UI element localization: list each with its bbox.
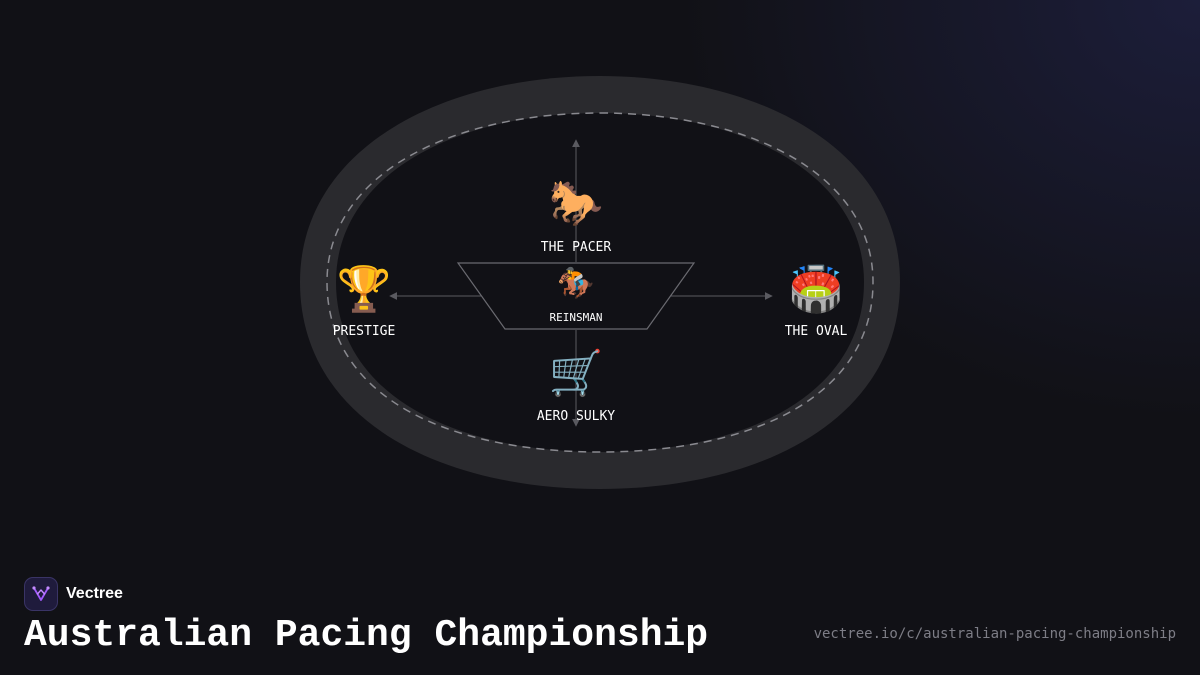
node-label-right: THE OVAL (785, 324, 848, 339)
node-label-top: THE PACER (541, 240, 612, 255)
trophy-icon: 🏆 (337, 264, 392, 315)
center-node-shape (456, 262, 696, 330)
page-url[interactable]: vectree.io/c/australian-pacing-champions… (813, 626, 1176, 642)
stadium-icon: 🏟️ (789, 264, 844, 315)
jockey-icon: 🏇 (557, 266, 594, 301)
horse-icon: 🐎 (549, 178, 604, 229)
node-label-bottom: AERO SULKY (537, 409, 615, 424)
cart-icon: 🛒 (549, 348, 604, 399)
node-label-left: PRESTIGE (333, 324, 396, 339)
vectree-logo-icon (24, 577, 58, 612)
track-lane-line (326, 112, 874, 453)
page-title: Australian Pacing Championship (24, 614, 709, 658)
brand-name: Vectree (66, 585, 123, 603)
center-node-label: REINSMAN (550, 311, 603, 324)
brand[interactable]: Vectree (24, 577, 708, 612)
footer: Vectree Australian Pacing Championship (24, 577, 708, 657)
